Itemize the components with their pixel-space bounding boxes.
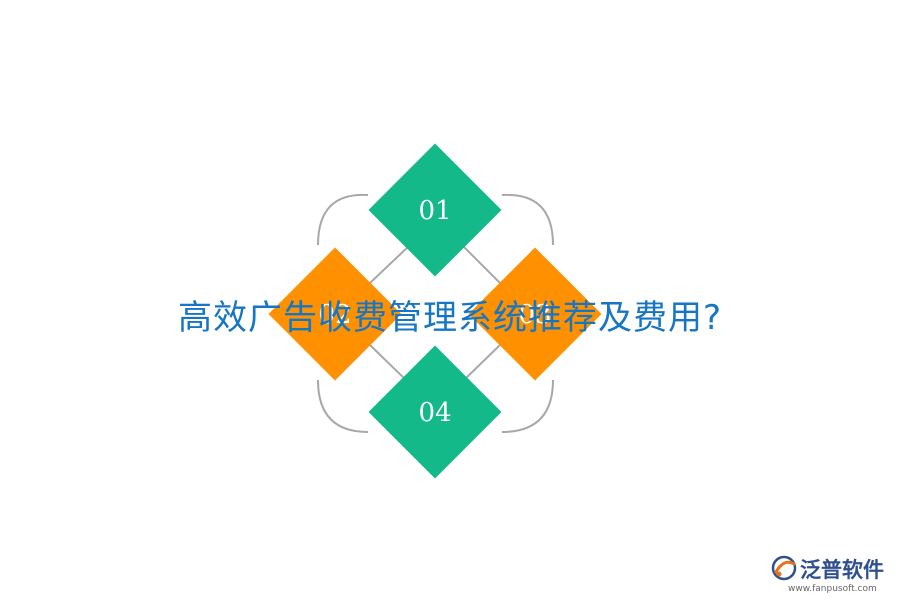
outer-ring-loop bbox=[317, 193, 554, 433]
diamond-label-04: 04 bbox=[418, 398, 451, 428]
brand-logo: 泛普软件 www.fanpusoft.com bbox=[770, 552, 890, 598]
inner-ring-loop bbox=[369, 244, 501, 383]
diamond-item-01: 01 bbox=[368, 143, 502, 277]
page-title: 高效广告收费管理系统推荐及费用? bbox=[177, 298, 723, 338]
diamond-item-03: 03 bbox=[468, 247, 602, 381]
diamond-shape-02 bbox=[268, 247, 402, 381]
diamond-shape-01 bbox=[368, 143, 502, 277]
connector-rings bbox=[317, 193, 554, 433]
logo-name: 泛普软件 bbox=[800, 558, 884, 582]
diamond-item-04: 04 bbox=[368, 345, 502, 479]
logo-mark-icon bbox=[771, 555, 797, 581]
diamond-item-02: 02 bbox=[268, 247, 402, 381]
diamond-label-01: 01 bbox=[418, 196, 451, 226]
diamond-label-02: 02 bbox=[318, 300, 351, 330]
diamond-shape-03 bbox=[468, 247, 602, 381]
logo-url: www.fanpusoft.com bbox=[788, 584, 877, 594]
diamond-shape-04 bbox=[368, 345, 502, 479]
diamond-label-03: 03 bbox=[518, 300, 551, 330]
